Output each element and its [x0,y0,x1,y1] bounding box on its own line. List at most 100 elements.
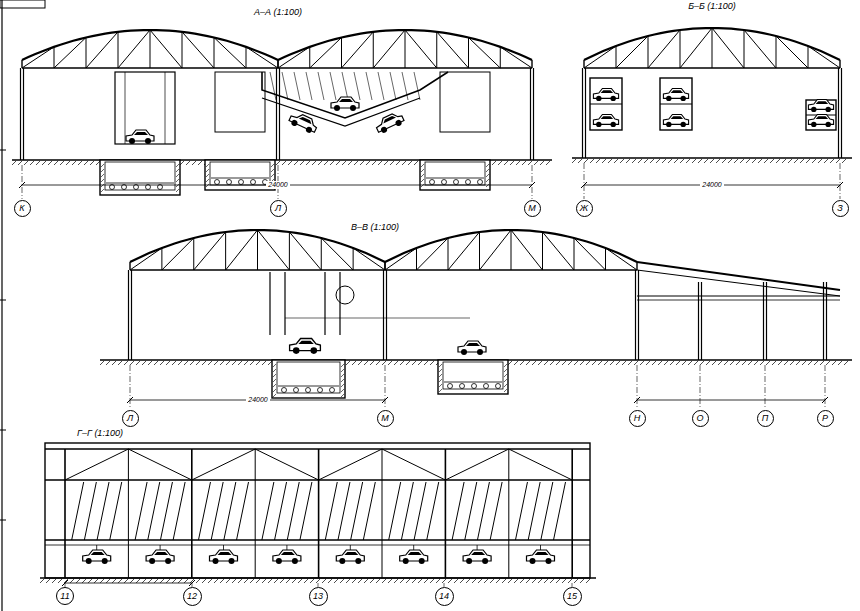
ground-hatch [778,361,782,365]
ground-hatch [706,361,710,365]
ground-hatch [584,159,588,163]
car-wheel [293,347,300,354]
truss-vertical [616,46,617,68]
axis-label: З [837,204,843,213]
ground-hatch [578,159,582,163]
pit-hatch [341,394,344,397]
conveyor-roller [282,388,287,393]
conveyor-bracing [402,72,408,100]
ground-hatch [154,361,158,365]
column [23,68,24,160]
ground-hatch [330,161,334,165]
conveyor-roller [460,384,465,389]
ground-hatch [366,161,370,165]
pit-hatch [341,374,344,377]
ground-hatch [136,361,140,365]
dimension-line [637,400,825,401]
ground-hatch [358,361,362,365]
lift-frame [115,72,175,144]
hanger [413,545,414,550]
pit-hatch [486,174,489,177]
ground-hatch [662,159,666,163]
car-body-symbol [808,115,833,128]
pit-hatch [176,189,179,192]
axis-bubble: Ж [576,200,593,217]
pit-hatch [504,389,507,392]
conveyor-roller [496,384,501,389]
ground-hatch [644,159,648,163]
ground-hatch [262,361,266,365]
ground-hatch [796,361,800,365]
column [386,270,387,360]
ground-hatch [324,161,328,165]
ground-hatch [766,361,770,365]
ground-hatch [498,161,502,165]
wall-bracing [465,482,477,540]
truss-vertical [289,232,290,270]
wall-bracing [287,482,299,540]
ground-hatch [788,159,792,163]
hanger [284,272,285,335]
ground-hatch [502,579,506,583]
ground-hatch [728,159,732,163]
ground-hatch [288,161,292,165]
axis-bubble: Н [629,410,646,427]
ground-hatch [226,579,230,583]
car-wheel [611,122,616,127]
truss-end-post [839,60,840,68]
ground-hatch [232,361,236,365]
axis-bubble: К [14,200,31,217]
car-window [154,552,168,555]
ground-hatch [586,579,590,583]
axis-bubble: М [377,410,394,427]
ground-hatch [340,579,344,583]
pit-hatch [206,184,209,187]
pit-outline [420,160,490,190]
pit-hatch [271,164,274,167]
pit-hatch [341,364,344,367]
car-window [816,101,829,104]
ground-hatch [90,161,94,165]
ground-hatch [348,161,352,165]
column [20,68,21,160]
truss-diagonal [246,47,278,68]
car-wheel [339,558,345,564]
pit-hatch [439,374,442,377]
car-wheel [149,558,155,564]
ground-hatch [364,361,368,365]
ground-hatch [752,159,756,163]
ground-hatch [208,361,212,365]
pit-hatch [421,179,424,182]
truss-end-post [384,262,385,270]
column [766,282,767,360]
overhead-conveyor [262,72,448,118]
wall-bracing [401,482,413,540]
column [131,270,132,360]
car-wheel [129,138,135,144]
truss-vertical [542,232,543,270]
ground-hatch [142,579,146,583]
wall-bracing [110,482,122,540]
ground-hatch [784,361,788,365]
dimension-tick [382,397,388,403]
ground-hatch [562,361,566,365]
conveyor-rail [426,178,484,179]
truss-diagonal [278,47,310,68]
annex-roof [637,262,840,290]
ground-hatch [562,579,566,583]
truss-vertical [500,47,501,68]
ground-hatch [698,159,702,163]
ground-hatch [198,161,202,165]
rack-shelf [590,104,622,105]
truss-vertical [341,38,342,69]
truss-vertical [225,232,226,270]
car-window [601,116,614,119]
ground-hatch [680,159,684,163]
section-title: Б–Б (1:100) [686,2,738,12]
sheet-tick [0,430,6,431]
ground-hatch [616,361,620,365]
car-window [281,552,295,555]
ground-hatch [580,579,584,583]
conveyor-roller [442,180,447,185]
axis-line [130,365,131,409]
